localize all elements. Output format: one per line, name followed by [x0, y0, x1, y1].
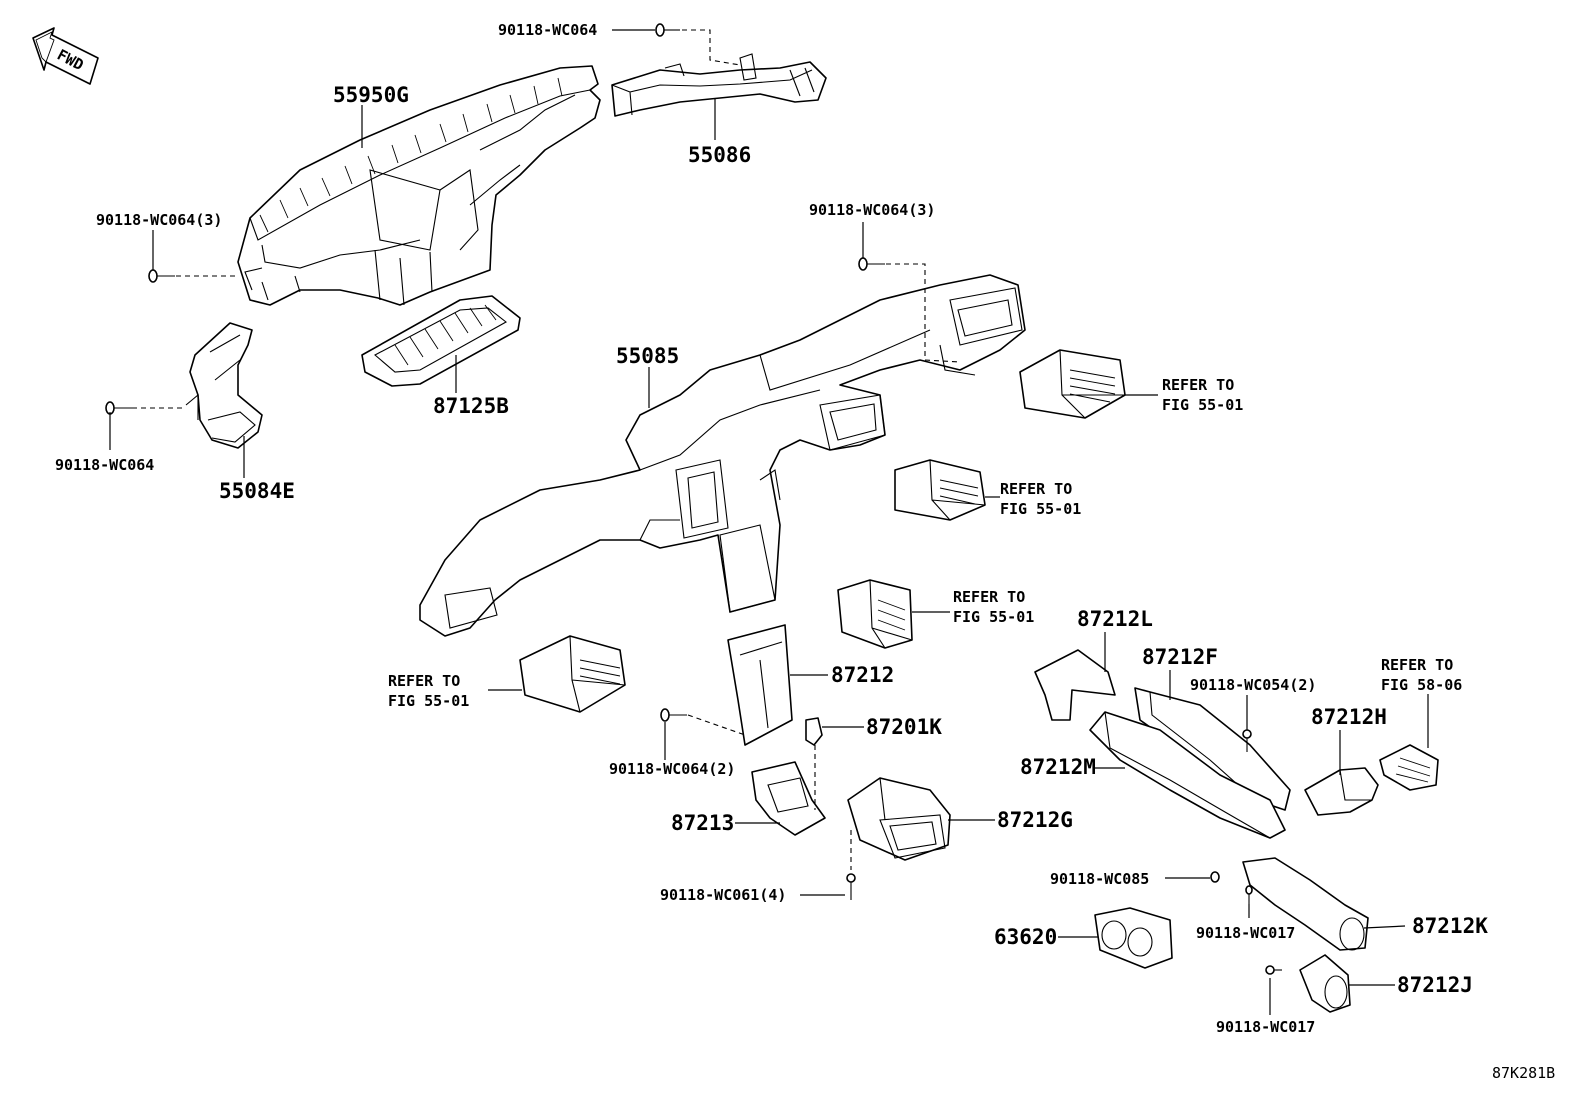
part-87212L-drawing	[1034, 649, 1116, 721]
part-87213-drawing	[751, 761, 826, 836]
figure-code: 87K281B	[1492, 1064, 1555, 1082]
screw-icon	[148, 269, 175, 283]
screw-icon	[105, 401, 132, 415]
label-87125B: 87125B	[433, 394, 509, 418]
label-87212: 87212	[831, 663, 894, 687]
register-58-06-drawing	[1379, 744, 1439, 791]
label-63620: 63620	[994, 925, 1057, 949]
part-55086-drawing	[611, 53, 827, 117]
ref-5-line2: FIG 58-06	[1381, 676, 1462, 694]
ref-5-line1: REFER TO	[1381, 656, 1453, 674]
label-87212L: 87212L	[1077, 607, 1153, 631]
fwd-arrow-icon: FWD	[32, 27, 99, 85]
label-55086: 55086	[688, 143, 751, 167]
part-87212-drawing	[727, 624, 793, 746]
register-right-upper-drawing	[1019, 349, 1126, 419]
label-87212H: 87212H	[1311, 705, 1387, 729]
screw-icon	[1210, 871, 1220, 883]
label-90118-WC085: 90118-WC085	[1050, 870, 1149, 888]
leader-lines	[109, 29, 1429, 1015]
label-90118-WC064-3-right: 90118-WC064(3)	[809, 201, 935, 219]
label-87212F: 87212F	[1142, 645, 1218, 669]
ref-2-line1: REFER TO	[1000, 480, 1072, 498]
part-87212J-drawing	[1299, 954, 1351, 1013]
label-90118-WC064-top: 90118-WC064	[498, 21, 597, 39]
label-87212M: 87212M	[1020, 755, 1096, 779]
ref-4-line2: FIG 55-01	[388, 692, 469, 710]
label-87213: 87213	[671, 811, 734, 835]
ref-3-line1: REFER TO	[953, 588, 1025, 606]
ref-1-line1: REFER TO	[1162, 376, 1234, 394]
part-87125B-drawing	[361, 295, 521, 387]
label-87212J: 87212J	[1397, 973, 1473, 997]
label-87212G: 87212G	[997, 808, 1073, 832]
ref-1-line2: FIG 55-01	[1162, 396, 1243, 414]
label-90118-WC017-a: 90118-WC017	[1196, 924, 1295, 942]
register-center-right-drawing	[894, 459, 986, 521]
part-55084E-drawing	[185, 322, 263, 449]
label-90118-WC064-mid: 90118-WC064	[55, 456, 154, 474]
part-87212K-drawing	[1242, 857, 1369, 951]
screw-icon	[858, 257, 885, 271]
label-55084E: 55084E	[219, 479, 295, 503]
ref-3-line2: FIG 55-01	[953, 608, 1034, 626]
label-90118-WC064-2: 90118-WC064(2)	[609, 760, 735, 778]
label-87212K: 87212K	[1412, 914, 1488, 938]
register-left-drawing	[519, 635, 626, 713]
part-87212H-drawing	[1304, 767, 1379, 816]
register-center-drawing	[837, 579, 913, 649]
label-87201K: 87201K	[866, 715, 942, 739]
label-55085: 55085	[616, 344, 679, 368]
label-90118-WC017-b: 90118-WC017	[1216, 1018, 1315, 1036]
screw-icon	[846, 873, 856, 900]
part-87212G-drawing	[847, 777, 951, 861]
label-90118-WC064-3-left: 90118-WC064(3)	[96, 211, 222, 229]
label-90118-WC061-4: 90118-WC061(4)	[660, 886, 786, 904]
part-55085-drawing	[419, 274, 1026, 637]
ref-4-line1: REFER TO	[388, 672, 460, 690]
label-90118-WC054-2: 90118-WC054(2)	[1190, 676, 1316, 694]
ref-2-line2: FIG 55-01	[1000, 500, 1081, 518]
screw-icons	[105, 23, 1282, 975]
part-55950G-drawing	[237, 65, 601, 306]
label-55950G: 55950G	[333, 83, 409, 107]
screw-icon	[655, 23, 680, 37]
screw-icon	[1265, 965, 1282, 975]
part-87201K-drawing	[805, 717, 823, 746]
screw-icon	[1245, 885, 1253, 904]
part-87212M-drawing	[1089, 711, 1286, 839]
part-63620-drawing	[1094, 907, 1173, 969]
screw-icon	[660, 708, 687, 722]
part-labels: 90118-WC064 55950G 55086 90118-WC064(3) …	[55, 21, 1555, 1082]
